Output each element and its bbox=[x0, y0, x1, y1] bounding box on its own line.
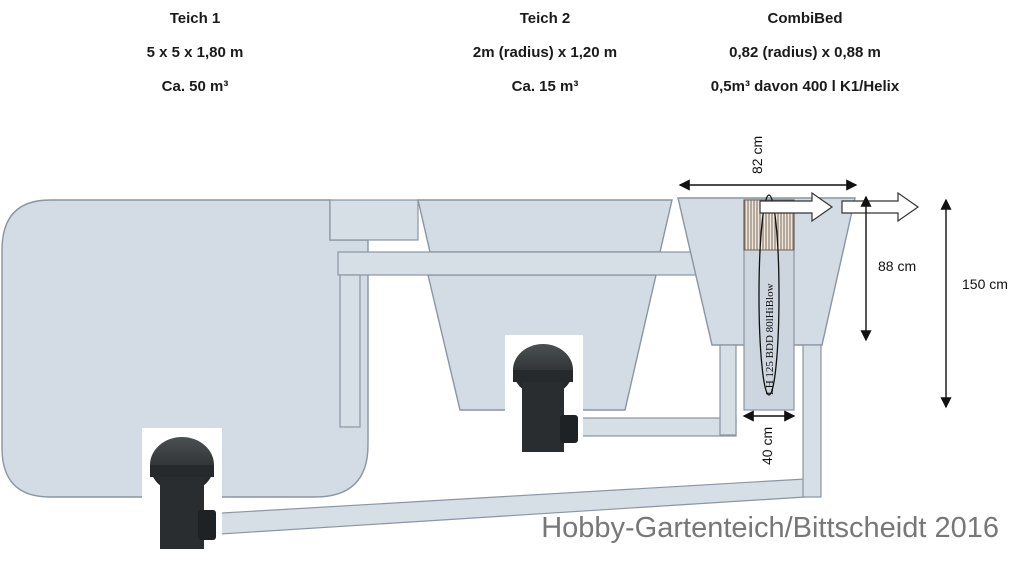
dim-label-height-total: 150 cm bbox=[962, 276, 1008, 292]
pond-1-basin bbox=[1, 199, 369, 498]
pond-1-volume: Ca. 50 m³ bbox=[161, 78, 229, 95]
outflow-arrow-small bbox=[759, 191, 834, 223]
dim-label-height-filter: 88 cm bbox=[878, 258, 916, 274]
pond-2-name: Teich 2 bbox=[519, 10, 571, 27]
pump-1-pipe-vertical bbox=[802, 344, 822, 498]
pump-1 bbox=[142, 428, 222, 556]
pond-1-dimensions: 5 x 5 x 1,80 m bbox=[146, 44, 244, 61]
pond-1-return-pipe bbox=[339, 274, 361, 428]
pump-2 bbox=[505, 335, 583, 460]
airlift-label: LH 125 BDD 80lHiBlow bbox=[764, 283, 776, 395]
dim-label-width-bottom: 40 cm bbox=[759, 427, 775, 465]
pond-2-dimensions: 2m (radius) x 1,20 m bbox=[472, 44, 618, 61]
pond-2-header: Teich 2 2m (radius) x 1,20 m Ca. 15 m³ bbox=[435, 2, 655, 104]
combibed-dimensions: 0,82 (radius) x 0,88 m bbox=[729, 44, 881, 61]
pump-2-pipe-vertical bbox=[719, 344, 737, 436]
combibed-name: CombiBed bbox=[767, 10, 843, 27]
overflow-channel bbox=[329, 199, 419, 241]
dim-label-width-top: 82 cm bbox=[749, 136, 765, 174]
pond-1-header: Teich 1 5 x 5 x 1,80 m Ca. 50 m³ bbox=[90, 2, 300, 104]
pump-2-pipe-horizontal bbox=[569, 417, 737, 437]
combibed-header: CombiBed 0,82 (radius) x 0,88 m 0,5m³ da… bbox=[670, 2, 940, 104]
pond-1-name: Teich 1 bbox=[169, 10, 221, 27]
airlift-loop bbox=[758, 194, 780, 396]
outflow-arrow-large bbox=[841, 191, 920, 223]
combibed-volume: 0,5m³ davon 400 l K1/Helix bbox=[710, 78, 900, 95]
pond-2-basin bbox=[417, 199, 673, 253]
pond-2-volume: Ca. 15 m³ bbox=[511, 78, 579, 95]
connecting-pipe bbox=[337, 251, 697, 276]
credit-watermark: Hobby-Gartenteich/Bittscheidt 2016 bbox=[541, 512, 999, 544]
